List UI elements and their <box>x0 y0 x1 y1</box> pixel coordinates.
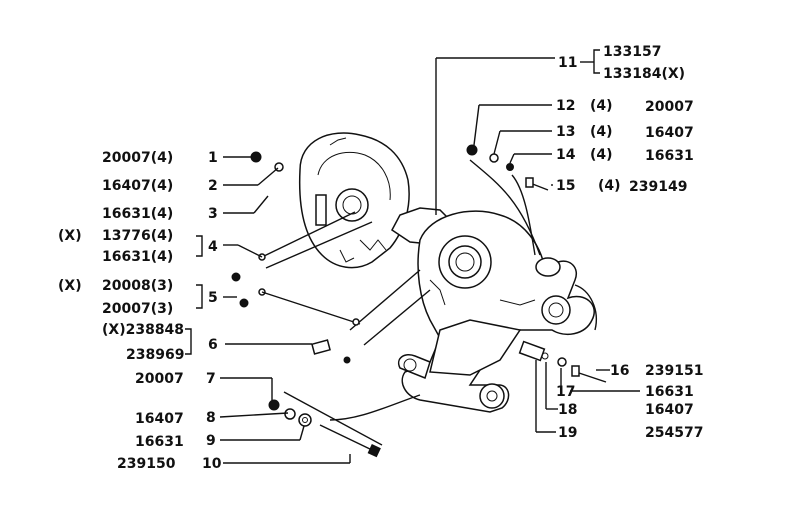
label-12-number: 12 <box>556 98 575 114</box>
nut-icon <box>250 151 262 163</box>
label-8-number: 8 <box>206 410 216 426</box>
label-3-part: 16631(4) <box>102 206 173 222</box>
label-10-number: 10 <box>202 456 222 472</box>
label-19-number: 19 <box>558 425 577 441</box>
label-2-number: 2 <box>208 178 218 194</box>
labels: 20007(4) 1 16407(4) 2 16631(4) 3 (X) 137… <box>58 44 703 472</box>
label-13-part: 16407 <box>645 125 694 141</box>
label-15-number: 15 <box>556 178 575 194</box>
label-2-part: 16407(4) <box>102 178 173 194</box>
label-6a-part: (X)238848 <box>102 322 184 338</box>
label-14-part: 16631 <box>645 148 694 164</box>
label-11-number: 11 <box>558 55 577 71</box>
label-19-part: 254577 <box>645 425 703 441</box>
leader-lines <box>185 49 640 464</box>
label-4a-part: 13776(4) <box>102 228 173 244</box>
label-5-x: (X) <box>58 278 82 294</box>
label-6-number: 6 <box>208 337 218 353</box>
label-18-part: 16407 <box>645 402 694 418</box>
label-8-part: 16407 <box>135 411 184 427</box>
label-7-number: 7 <box>206 371 216 387</box>
label-17-part: 16631 <box>645 384 694 400</box>
label-10-part: 239150 <box>117 456 176 472</box>
label-5-number: 5 <box>208 290 218 306</box>
label-14-qty: (4) <box>590 147 613 163</box>
label-5b-part: 20007(3) <box>102 301 173 317</box>
label-9-part: 16631 <box>135 434 184 450</box>
label-11b-part: 133184(X) <box>603 66 685 82</box>
label-1-part: 20007(4) <box>102 150 173 166</box>
label-4b-part: 16631(4) <box>102 249 173 265</box>
label-13-number: 13 <box>556 124 575 140</box>
label-6b-part: 238969 <box>126 347 184 363</box>
label-4-number: 4 <box>208 239 218 255</box>
label-16-part: 239151 <box>645 363 703 379</box>
label-12-part: 20007 <box>645 99 694 115</box>
label-1-number: 1 <box>208 150 218 166</box>
label-15-qty: (4) <box>598 178 621 194</box>
label-15-part: 239149 <box>629 179 687 195</box>
label-4-x: (X) <box>58 228 82 244</box>
label-18-number: 18 <box>558 402 577 418</box>
label-11a-part: 133157 <box>603 44 661 60</box>
label-12-qty: (4) <box>590 98 613 114</box>
label-5a-part: 20008(3) <box>102 278 173 294</box>
engine-crankcase-illustration <box>298 132 595 413</box>
label-16-number: 16 <box>610 363 629 379</box>
label-13-qty: (4) <box>590 124 613 140</box>
label-3-number: 3 <box>208 206 218 222</box>
label-14-number: 14 <box>556 147 576 163</box>
label-17-number: 17 <box>556 384 575 400</box>
label-7-part: 20007 <box>135 371 184 387</box>
label-9-number: 9 <box>206 433 216 449</box>
